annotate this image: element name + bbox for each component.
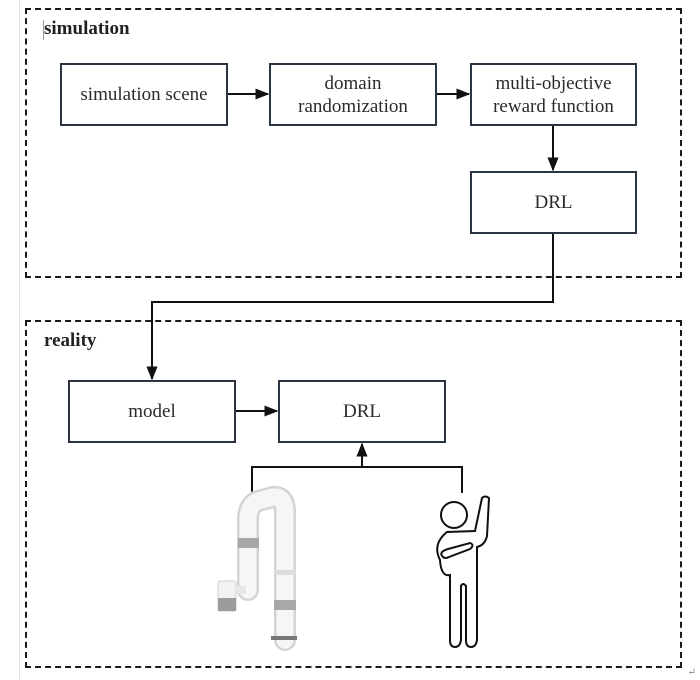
simulation-group-title: simulation [44, 18, 130, 39]
domain-randomization-label: domain randomization [298, 72, 408, 117]
page-edge [19, 0, 20, 680]
reward-function-label: multi-objective reward function [493, 72, 614, 117]
drl-simulation-node: DRL [470, 171, 637, 234]
edge-drl-to-model [146, 234, 554, 381]
simulation-scene-label: simulation scene [80, 84, 208, 105]
model-label: model [128, 401, 176, 422]
reality-group-title: reality [44, 330, 97, 351]
human-waving-icon [436, 495, 491, 649]
reward-function-node: multi-objective reward function [470, 63, 637, 126]
paragraph-mark-icon: ↵ [687, 667, 696, 678]
robot-arm-icon [217, 485, 297, 651]
drl-simulation-label: DRL [534, 192, 573, 213]
edge-inputs-to-drl [251, 466, 463, 493]
text-cursor [43, 20, 44, 40]
drl-reality-node: DRL [278, 380, 446, 443]
simulation-group: simulation [25, 8, 682, 278]
model-node: model [68, 380, 236, 443]
domain-randomization-node: domain randomization [269, 63, 437, 126]
reality-group: reality [25, 320, 682, 668]
simulation-scene-node: simulation scene [60, 63, 228, 126]
drl-reality-label: DRL [343, 401, 381, 422]
